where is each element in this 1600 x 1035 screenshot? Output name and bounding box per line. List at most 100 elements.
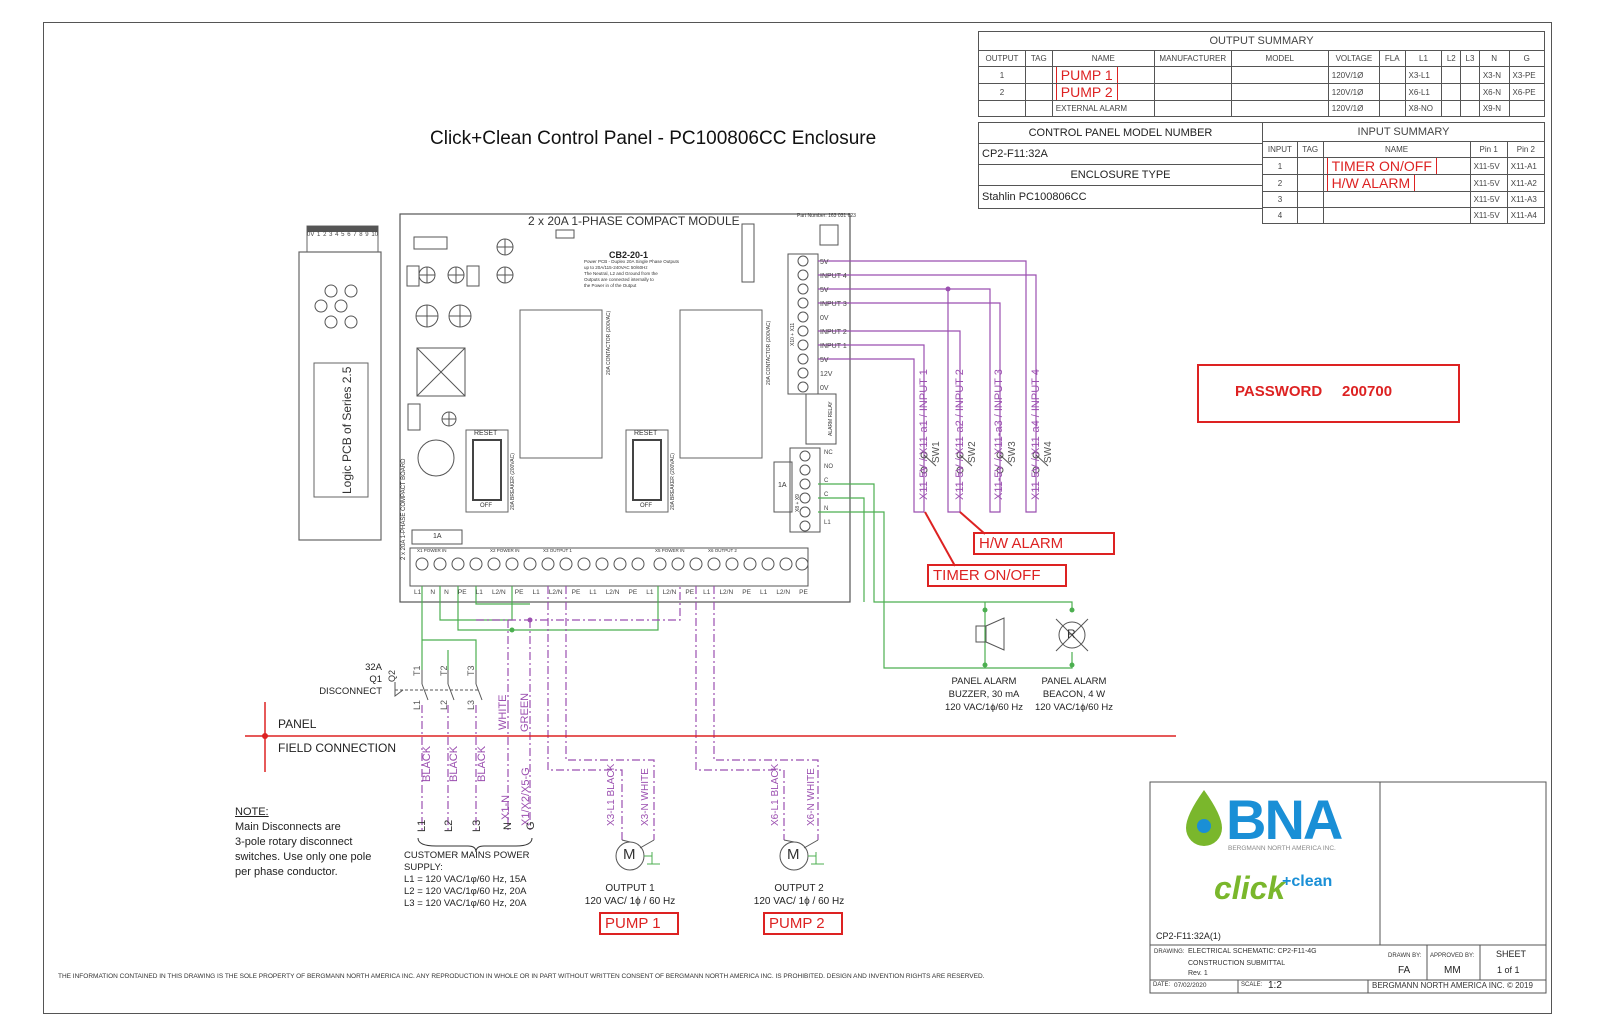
x10-x11-terminal-block [787,253,819,395]
board-side-label: 2 x 20A 1-PHASE COMPACT BOARD [401,458,407,560]
fuse-label-2: 1A [778,482,787,489]
drawing-border [43,22,1552,1014]
buzzer-component [417,439,455,477]
terminal-g: G [525,821,537,830]
switch-1-label: X11-5V / X11-a1 / INPUT 1 [918,369,930,500]
table-row: EXTERNAL ALARM 120V/1Ø X8-NO X9-N [978,100,1545,117]
reset-2-label: RESET [634,430,658,437]
hw-alarm-input-name: H/W ALARM [1326,175,1416,191]
breaker-1-label: 20A BREAKER (200VAC) [510,453,516,510]
sw2-tag: SW2 [967,441,978,463]
transformer [416,347,466,397]
q2-label: Q2 [387,669,397,682]
pole-t1: T1 [412,665,422,676]
timer-input-name: TIMER ON/OFF [1326,158,1437,174]
logic-pcb-connector [307,226,378,232]
drawn-by-value: FA [1398,965,1411,976]
buzzer-icon [975,617,1005,651]
table-row: 1 PUMP 1 120V/1Ø X3-L1 X3-N X3-PE [978,66,1545,84]
field-wire-g: X1/X2/X5-G [520,767,532,826]
pole-t3: T3 [466,665,476,676]
construction-label: CONSTRUCTION SUBMITTAL [1188,960,1286,967]
drawing-description: ELECTRICAL SCHEMATIC: CP2-F11-4G [1188,948,1317,955]
nav-ok-icon [344,284,358,298]
alarm-relay [805,393,837,445]
sheet-value: 1 of 1 [1497,965,1520,975]
x1-group-label: X1 POWER IN [417,548,447,553]
click-clean-suffix: +clean [1282,873,1333,890]
breaker-1 [465,429,509,513]
line-l1: L1 [412,699,422,710]
motor-2-icon [779,839,824,871]
pump2-name: PUMP 2 [1055,84,1118,100]
breaker-2 [625,429,669,513]
input-switches [920,451,1049,474]
field-wire-l1: BLACK [421,745,433,782]
contactor-2-label: 20A CONTACTOR (200VAC) [766,320,772,385]
field-wire-n: X1-N [500,794,512,820]
power-wires-purple [421,586,819,840]
sw1-tag: SW1 [931,441,942,463]
output1-wire-n: X3-N WHITE [640,768,651,826]
terminal-l3: L3 [471,819,483,832]
revision: Rev. 1 [1188,970,1208,977]
off-2-label: OFF [640,503,652,509]
date-label: DATE: [1153,982,1171,988]
logic-pcb-label: Logic PCB of Series 2.5 [340,366,354,494]
power-wires-green [421,586,659,670]
x5-group-label: X5 POWER IN [655,548,685,553]
off-1-label: OFF [480,503,492,509]
x3-group-label: X3 OUTPUT 1 [543,548,572,553]
scale-value: 1:2 [1268,980,1282,991]
panel-label: PANEL [278,717,317,731]
fuse-label: 1A [433,533,442,540]
approved-by-label: APPROVED BY: [1430,953,1475,959]
drawing-label: DRAWING: [1154,949,1185,955]
pump1-callout: PUMP 1 [599,912,679,935]
drawing-number: CP2-F11:32A(1) [1156,931,1221,941]
col-header: L1 [1404,50,1443,67]
disconnect-switch [394,670,483,701]
title-block-grid [1149,781,1547,994]
input-terminal-screws [797,255,809,393]
disclaimer: THE INFORMATION CONTAINED IN THIS DRAWIN… [58,973,985,980]
line-l2: L2 [439,699,449,710]
x10-x11-label: X10 + X11 [790,322,796,346]
pump2-callout: PUMP 2 [763,912,843,935]
motor-2-symbol: M [787,846,800,863]
pump1-name: PUMP 1 [1055,67,1118,83]
field-connection-label: FIELD CONNECTION [278,741,397,755]
approved-by-value: MM [1444,965,1461,976]
field-wire-l3: BLACK [476,745,488,782]
x6-group-label: X6 OUTPUT 2 [708,548,737,553]
control-panel-table: CONTROL PANEL MODEL NUMBER CP2-F11:32A E… [978,122,1263,209]
sw4-tag: SW4 [1043,441,1054,463]
drawing-title: Click+Clean Control Panel - PC100806CC E… [430,128,877,149]
nav-right-icon [334,299,348,313]
input-wires [818,260,1037,500]
output-summary-table: OUTPUT SUMMARY OUTPUT TAG NAME MANUFACTU… [978,31,1545,117]
enclosure-value: Stahlin PC100806CC [978,185,1263,209]
timer-callout: TIMER ON/OFF [927,564,1067,587]
bna-full-name: BERGMANN NORTH AMERICA INC. [1228,845,1336,852]
module-title: 2 x 20A 1-PHASE COMPACT MODULE [528,214,740,228]
password-box: PASSWORD 200700 [1197,364,1460,423]
output2-wire-n: X6-N WHITE [806,768,817,826]
scale-label: SCALE: [1241,982,1263,988]
table-row: 2 H/W ALARM X11-5V X11-A2 [1262,174,1546,192]
terminal-l1: L1 [416,819,428,832]
reset-1-label: RESET [474,430,498,437]
output1-wire-l1: X3-L1 BLACK [606,763,617,826]
pole-t2: T2 [439,665,449,676]
motor-1-icon [615,839,660,871]
